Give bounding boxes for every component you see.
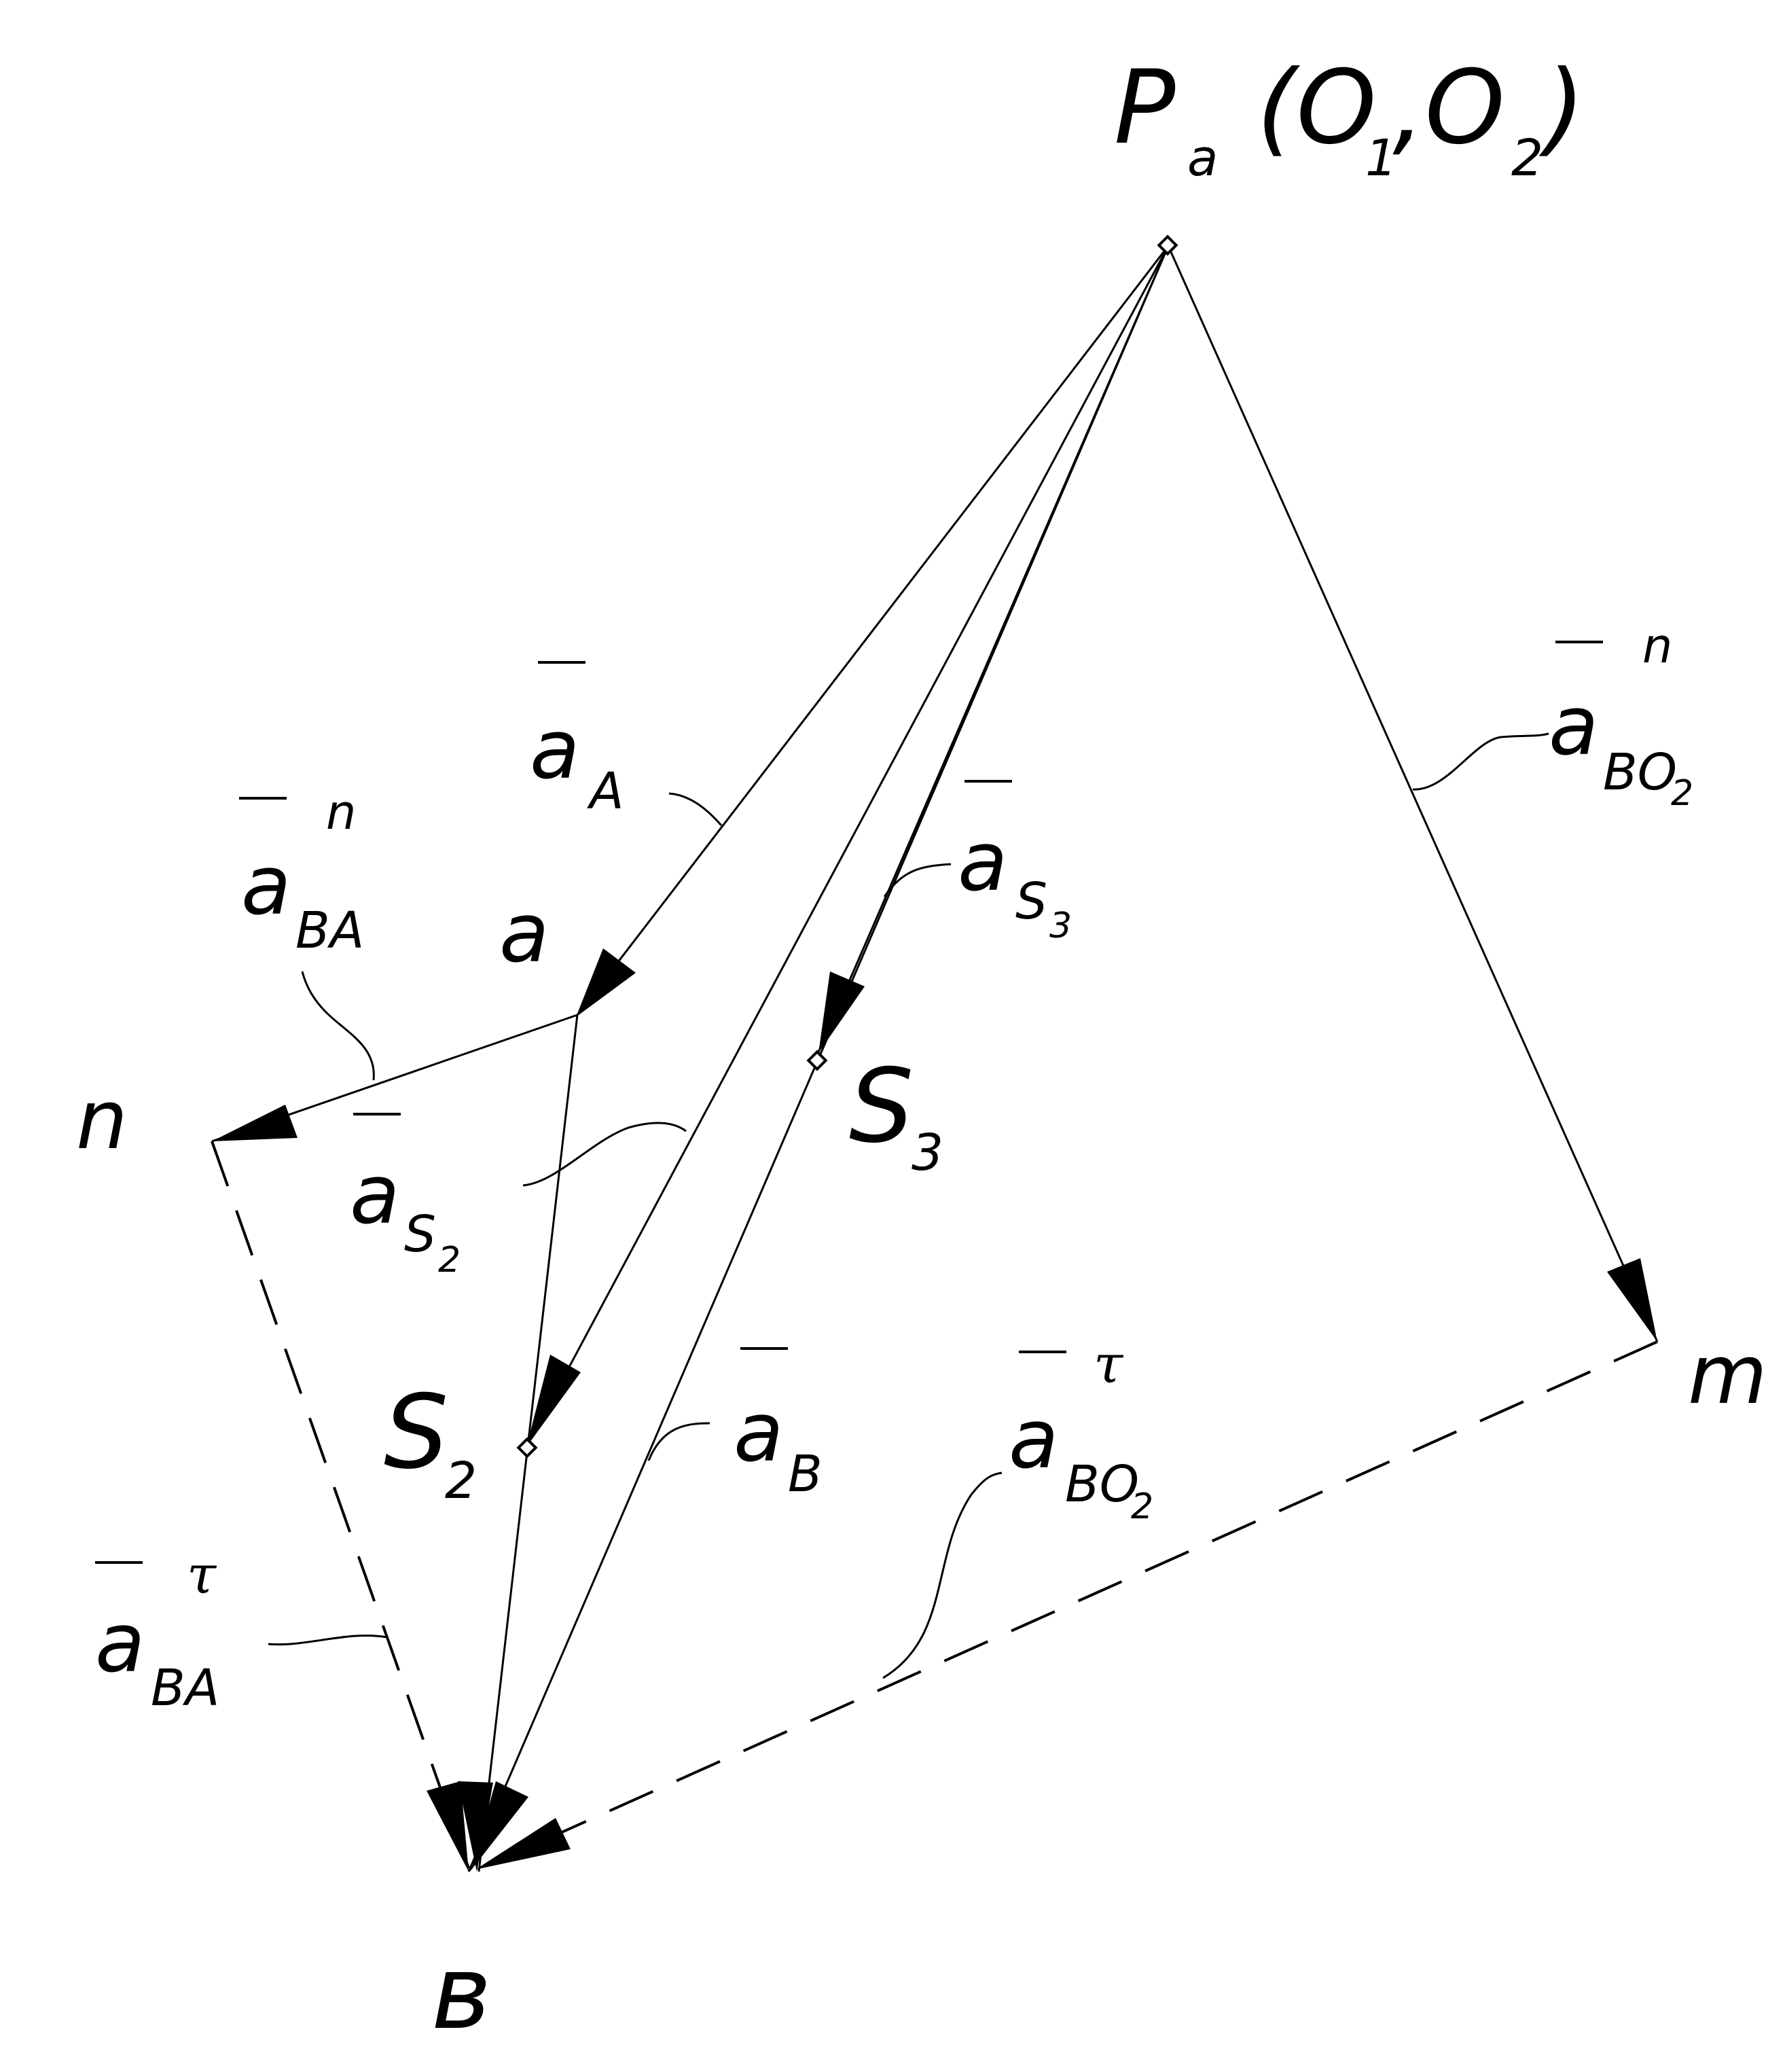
vector-n-to-b-dashed: [211, 1141, 470, 1869]
point-s2-label: S 2: [384, 1374, 477, 1510]
arrowhead-b-from-pa: [470, 1781, 528, 1872]
s2-main: S: [384, 1374, 448, 1492]
point-m-label: m: [1688, 1328, 1767, 1423]
point-n-label: n: [76, 1073, 128, 1168]
arrowhead-b-from-m: [475, 1818, 571, 1870]
pole-comma: ,O: [1392, 49, 1505, 167]
vector-pa-to-m: [1167, 245, 1659, 1342]
pole-sub2: 2: [1511, 129, 1543, 187]
aBO2t-main: a: [1009, 1393, 1059, 1487]
arrowhead-s2: [526, 1355, 581, 1447]
label-aS2: a S 2: [350, 1113, 461, 1281]
aBAt-main: a: [95, 1596, 145, 1691]
aS3-main: a: [958, 815, 1008, 910]
aBO2n-sub: BO: [1603, 743, 1677, 802]
leader-aBO2n: [1412, 732, 1549, 791]
arrowhead-m: [1607, 1258, 1657, 1342]
aBO2t-sup: τ: [1094, 1334, 1124, 1395]
aBAt-sub: BA: [151, 1659, 219, 1717]
point-a-label: a: [499, 887, 549, 981]
aA-main: a: [530, 703, 580, 798]
arrowhead-b-from-n: [427, 1781, 469, 1872]
label-aS3: a S 3: [958, 780, 1072, 946]
aS2-main: a: [350, 1148, 400, 1243]
vector-pa-to-a: [576, 245, 1170, 1016]
label-aBO2t: τ a BO 2: [1009, 1334, 1153, 1527]
leader-aBAn: [301, 971, 375, 1081]
point-pa-marker: [1157, 234, 1178, 256]
s3-sub: 3: [912, 1124, 943, 1182]
point-s3-label: S 3: [849, 1048, 943, 1182]
aS2-sub: S: [404, 1205, 436, 1264]
aS3-sub: S: [1015, 872, 1047, 931]
s2-sub: 2: [445, 1452, 477, 1510]
arrowhead-n: [212, 1105, 298, 1141]
aBO2n-main: a: [1549, 679, 1599, 774]
leader-aBO2t: [882, 1471, 1003, 1679]
leader-aS3: [883, 863, 952, 897]
aBO2n-sup: n: [1642, 618, 1672, 674]
pole-main: P: [1114, 49, 1176, 167]
aBAn-sub: BA: [295, 901, 364, 960]
arrowhead-s3: [818, 971, 865, 1053]
aB-main: a: [734, 1386, 784, 1480]
aS3-subsub: 3: [1049, 906, 1072, 946]
arrowhead-a: [576, 948, 636, 1017]
pole-label: P a (O 1 ,O 2 ): [1114, 49, 1585, 187]
label-aBAt: τ a BA: [95, 1545, 219, 1717]
vector-m-to-b-dashed: [488, 1340, 1658, 1866]
aBO2n-subsub: 2: [1671, 773, 1693, 814]
label-aBAn: n a BA: [239, 785, 364, 960]
point-b-label: в: [431, 1934, 491, 2052]
pole-sub: a: [1187, 129, 1218, 187]
aBO2t-subsub: 2: [1131, 1486, 1153, 1527]
arrowhead-b-from-a: [458, 1781, 493, 1872]
leader-aA: [668, 792, 723, 826]
aBAn-sup: n: [326, 785, 356, 840]
point-s3-marker: [806, 1050, 828, 1071]
pole-paren: (O: [1257, 49, 1377, 167]
leader-aS2: [522, 1122, 687, 1187]
pole-sub1: 1: [1365, 129, 1397, 187]
vector-pa-to-s2: [525, 245, 1170, 1448]
s3-main: S: [849, 1048, 914, 1166]
aBAn-main: a: [241, 839, 291, 933]
aB-sub: B: [788, 1445, 823, 1503]
aBAt-sup: τ: [187, 1545, 217, 1606]
aBO2t-sub: BO: [1065, 1455, 1139, 1514]
point-s2-marker: [516, 1437, 538, 1459]
leader-aB: [647, 1422, 710, 1461]
label-aB: a B: [734, 1347, 823, 1503]
label-aA: a A: [530, 661, 624, 821]
pole-close: ): [1538, 49, 1585, 167]
aA-sub: A: [587, 762, 624, 821]
aS2-subsub: 2: [438, 1240, 461, 1281]
leader-aBAt: [268, 1635, 388, 1646]
label-aBO2n: n a BO 2: [1549, 618, 1693, 814]
